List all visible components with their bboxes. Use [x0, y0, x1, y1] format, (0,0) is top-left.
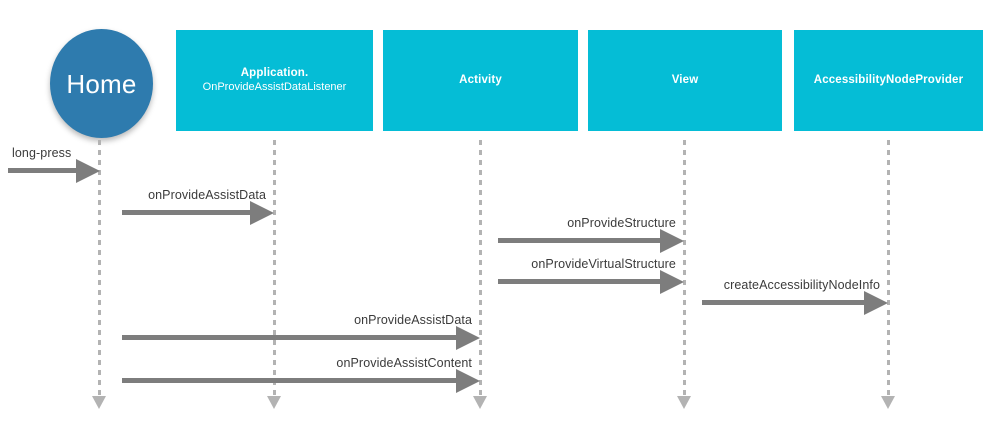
- participant-activity: Activity: [383, 30, 578, 131]
- message-on-provide-assist-data-1-shaft: [122, 210, 252, 215]
- message-on-provide-structure-arrowhead: [660, 228, 684, 253]
- participant-accessibility-node-provider: AccessibilityNodeProvider: [794, 30, 983, 131]
- message-on-provide-assist-content-arrowhead: [456, 368, 480, 393]
- participant-activity-label: Activity: [459, 74, 502, 87]
- message-on-provide-virtual-structure-arrowhead: [660, 269, 684, 294]
- message-on-provide-assist-data-2-label: onProvideAssistData: [354, 312, 472, 327]
- lifeline-view: [683, 140, 686, 396]
- message-long-press-label: long-press: [12, 145, 72, 160]
- message-create-accessibility-node-info-shaft: [702, 300, 866, 305]
- lifeline-accessibility-node-provider-arrowhead: [881, 396, 895, 409]
- message-on-provide-assist-content-shaft: [122, 378, 458, 383]
- message-on-provide-assist-content-label: onProvideAssistContent: [336, 355, 472, 370]
- message-create-accessibility-node-info-label: createAccessibilityNodeInfo: [723, 277, 880, 292]
- message-on-provide-assist-data-1-arrowhead: [250, 200, 274, 225]
- lifeline-view-arrowhead: [677, 396, 691, 409]
- actor-home: Home: [50, 29, 153, 138]
- message-long-press-arrowhead: [76, 158, 100, 183]
- actor-home-label: Home: [66, 68, 137, 99]
- lifeline-application-listener: [273, 140, 276, 396]
- lifeline-home: [98, 140, 101, 396]
- participant-application-listener: Application. OnProvideAssistDataListener: [176, 30, 373, 131]
- participant-accessibility-node-provider-label: AccessibilityNodeProvider: [813, 74, 964, 87]
- participant-application-listener-label: Application. OnProvideAssistDataListener: [203, 66, 347, 94]
- message-on-provide-assist-data-2-shaft: [122, 335, 458, 340]
- message-on-provide-structure-label: onProvideStructure: [567, 215, 676, 230]
- message-on-provide-virtual-structure-shaft: [498, 279, 662, 284]
- participant-view: View: [588, 30, 782, 131]
- message-on-provide-assist-data-2-arrowhead: [456, 325, 480, 350]
- message-create-accessibility-node-info-arrowhead: [864, 290, 888, 315]
- lifeline-application-listener-arrowhead: [267, 396, 281, 409]
- message-long-press-shaft: [8, 168, 78, 173]
- participant-application-listener-subtitle: OnProvideAssistDataListener: [202, 80, 347, 93]
- message-on-provide-structure-shaft: [498, 238, 662, 243]
- lifeline-activity: [479, 140, 482, 396]
- lifeline-accessibility-node-provider: [887, 140, 890, 396]
- participant-view-label: View: [671, 74, 699, 87]
- participant-application-listener-title: Application.: [240, 67, 309, 80]
- message-on-provide-assist-data-1-label: onProvideAssistData: [148, 187, 266, 202]
- lifeline-activity-arrowhead: [473, 396, 487, 409]
- lifeline-home-arrowhead: [92, 396, 106, 409]
- message-on-provide-virtual-structure-label: onProvideVirtualStructure: [531, 256, 676, 271]
